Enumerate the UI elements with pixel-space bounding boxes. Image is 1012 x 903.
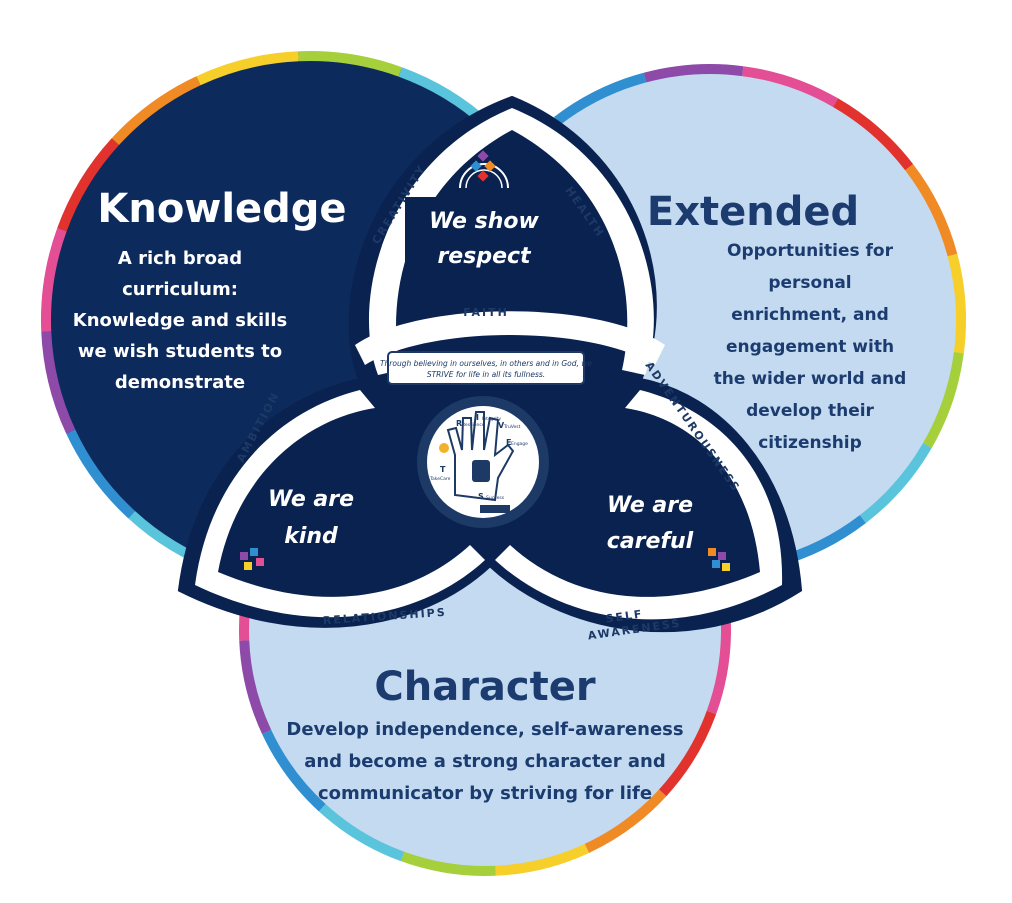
book-icon (480, 505, 510, 513)
rainbow-segment (584, 789, 667, 853)
extended-line-5: the wider world and (714, 369, 907, 389)
rainbow-segment (262, 729, 326, 812)
strive-word-integrity: Integrity (482, 416, 501, 422)
rainbow-segment (400, 851, 496, 876)
motto-box (387, 351, 585, 385)
knowledge-line-2: curriculum: (122, 279, 238, 300)
rainbow-segment (318, 803, 405, 862)
rainbow-segment (554, 72, 647, 125)
character-title: Character (374, 664, 596, 710)
ring-label-self: SELF (605, 607, 644, 625)
rainbow-segment (111, 76, 201, 146)
character-line-2: and become a strong character and (304, 751, 666, 772)
strive-letter-i: I (476, 413, 479, 422)
church-window-icon (459, 150, 509, 189)
knowledge-title: Knowledge (97, 186, 346, 232)
rainbow-segment (643, 64, 744, 83)
value-respect-line-1: We show (429, 209, 539, 234)
value-kind-line-1: We are (268, 487, 354, 512)
character-line-3: communicator by striving for life (318, 783, 652, 804)
strive-word-resilience: Resilience (462, 422, 485, 428)
strive-letter-r: R (456, 419, 462, 428)
extended-line-3: enrichment, and (731, 305, 889, 325)
rainbow-segment (57, 138, 120, 232)
value-careful-line-2: careful (607, 529, 694, 554)
rainbow-segment (706, 619, 731, 715)
knowledge-description: A rich broad curriculum: Knowledge and s… (73, 248, 287, 393)
strive-letter-t: T (440, 465, 446, 474)
extended-description: Opportunities for personal enrichment, a… (714, 241, 907, 453)
strive-word-trust: TruVest (503, 424, 521, 430)
knowledge-line-5: demonstrate (115, 372, 245, 393)
strive-word-success: Success (486, 495, 505, 501)
rainbow-segment (859, 442, 932, 524)
extended-line-2: personal (768, 273, 851, 293)
strive-letter-e: E (506, 438, 511, 447)
rainbow-segment (923, 352, 964, 448)
respect-box (405, 197, 563, 277)
character-description: Develop independence, self-awareness and… (286, 719, 683, 804)
strive-letter-v: V (498, 421, 505, 430)
hand-outline-icon (446, 411, 515, 502)
strive-letter-s: S (478, 492, 484, 501)
knowledge-line-4: we wish students to (78, 341, 282, 362)
rainbow-segment (832, 98, 914, 171)
rainbow-segment (66, 429, 136, 519)
colour-squares-icon (240, 548, 264, 570)
rainbow-segment (947, 253, 966, 354)
central-logo: Through believing in ourselves, in other… (380, 351, 592, 528)
strive-word-engage: Engage (511, 441, 528, 447)
rainbow-segment (41, 227, 67, 332)
extended-line-1: Opportunities for (727, 241, 894, 261)
character-line-1: Develop independence, self-awareness (286, 719, 683, 740)
extended-line-7: citizenship (758, 433, 862, 453)
strive-word-takecare: TakeCare (429, 476, 451, 482)
extended-line-4: engagement with (726, 337, 894, 357)
extended-title: Extended (647, 189, 859, 235)
rainbow-segment (239, 640, 272, 734)
rainbow-segment (905, 164, 958, 257)
rainbow-segment (298, 51, 403, 77)
crest-icon (472, 460, 490, 482)
knowledge-line-3: Knowledge and skills (73, 310, 287, 331)
rainbow-segment (41, 331, 76, 434)
ring-label-faith: FAITH (463, 306, 509, 319)
rainbow-segment (658, 710, 717, 797)
rainbow-segment (495, 843, 589, 876)
value-kind-line-2: kind (284, 524, 338, 549)
value-careful-line-1: We are (607, 493, 693, 518)
colour-squares-icon-right (708, 548, 730, 571)
extended-line-6: develop their (746, 401, 874, 421)
knowledge-line-1: A rich broad (118, 248, 242, 269)
value-respect-line-2: respect (437, 244, 532, 269)
rainbow-segment (742, 66, 838, 107)
person-icon (439, 443, 449, 453)
motto-line-1: Through believing in ourselves, in other… (380, 359, 592, 368)
rainbow-segment (196, 51, 299, 86)
motto-line-2: STRIVE for life in all its fullness. (427, 370, 545, 379)
